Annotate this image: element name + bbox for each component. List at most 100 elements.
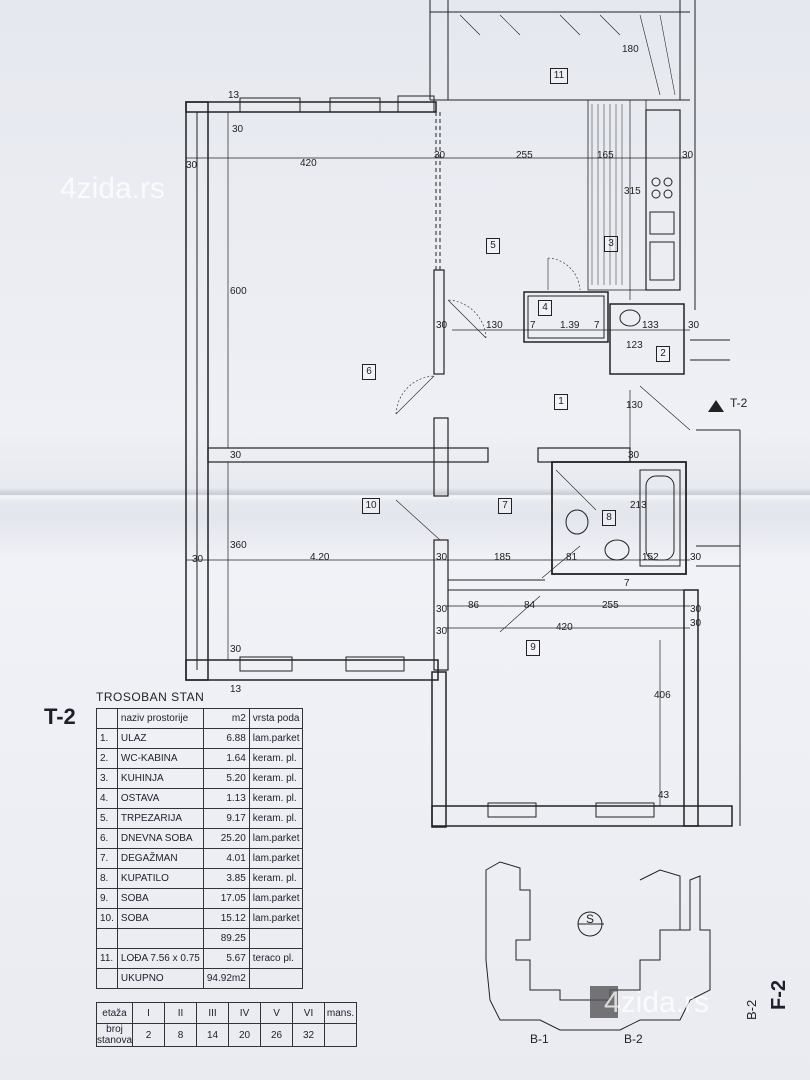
dimension-label: 30	[192, 554, 204, 565]
table-cell: 4.01	[202, 848, 250, 869]
table-cell: 5.67	[202, 948, 250, 969]
room-number-label: 5	[490, 240, 496, 251]
dimension-label: 420	[556, 622, 573, 633]
room-number-label: 11	[553, 70, 565, 81]
sheet-code: F-2	[768, 980, 790, 1010]
dimension-label: 4.20	[310, 552, 330, 563]
room-number-label: 3	[608, 238, 614, 249]
room-number-box: 4	[538, 300, 552, 316]
table-cell: UKUPNO	[116, 968, 204, 989]
dimension-label: 81	[566, 552, 578, 563]
table-cell: 25.20	[202, 828, 250, 849]
dimension-label: 180	[622, 44, 639, 55]
north-arrow-label: S	[586, 912, 595, 926]
dimension-label: 13	[230, 684, 242, 695]
dimension-label: 30	[232, 124, 244, 135]
dimension-label: 420	[300, 158, 317, 169]
table-cell	[96, 928, 118, 949]
table-cell: keram. pl.	[248, 748, 304, 769]
room-number-box: 1	[554, 394, 568, 410]
table-cell: LOĐA 7.56 x 0.75	[116, 948, 204, 969]
dimension-label: 315	[624, 186, 641, 197]
room-number-label: 1	[558, 396, 564, 407]
paper-fold	[0, 488, 810, 502]
table-cell: lam.parket	[248, 888, 304, 909]
table-cell: 9.17	[202, 808, 250, 829]
dimension-label: 213	[630, 500, 647, 511]
floor-count-cell: 20	[228, 1023, 262, 1047]
floor-header-cell: I	[132, 1002, 166, 1024]
floor-header-cell: VI	[292, 1002, 326, 1024]
dimension-label: 255	[602, 600, 619, 611]
table-cell: m2	[202, 708, 250, 729]
dimension-label: 30	[690, 618, 702, 629]
dimension-label: 30	[230, 644, 242, 655]
table-cell: SOBA	[116, 888, 204, 909]
floor-header-cell: V	[260, 1002, 294, 1024]
room-number-label: 4	[542, 302, 548, 313]
table-cell: KUPATILO	[116, 868, 204, 889]
dimension-label: 30	[628, 450, 640, 461]
table-cell: keram. pl.	[248, 868, 304, 889]
dimension-label: 123	[626, 340, 643, 351]
table-cell: teraco pl.	[248, 948, 304, 969]
floor-count-cell: 26	[260, 1023, 294, 1047]
dimension-label: 7	[594, 320, 600, 331]
table-cell: 1.13	[202, 788, 250, 809]
floor-count-cell: 14	[196, 1023, 230, 1047]
floor-count-cell: 8	[164, 1023, 198, 1047]
room-number-box: 10	[362, 498, 380, 514]
table-cell: 89.25	[202, 928, 250, 949]
floor-count-cell	[324, 1023, 358, 1047]
dimension-label: 43	[658, 790, 670, 801]
table-cell: vrsta poda	[248, 708, 304, 729]
table-cell: 3.85	[202, 868, 250, 889]
table-cell: 7.	[96, 848, 118, 869]
room-number-box: 9	[526, 640, 540, 656]
dimension-label: 130	[626, 400, 643, 411]
dimension-label: 600	[230, 286, 247, 297]
dimension-label: 152	[642, 552, 659, 563]
floor-header-cell: mans.	[324, 1002, 358, 1024]
room-number-label: 2	[660, 348, 666, 359]
table-cell	[96, 968, 118, 989]
dimension-label: 30	[682, 150, 694, 161]
dimension-label: 30	[436, 320, 448, 331]
room-number-box: 3	[604, 236, 618, 252]
floor-count-cell: broj stanova	[95, 1023, 134, 1047]
table-cell	[248, 928, 304, 949]
dimension-label: 7	[624, 578, 630, 589]
table-cell: 5.	[96, 808, 118, 829]
table-cell: keram. pl.	[248, 808, 304, 829]
room-number-label: 10	[365, 500, 377, 511]
table-cell: lam.parket	[248, 848, 304, 869]
table-cell: naziv prostorije	[116, 708, 204, 729]
dimension-label: 30	[688, 320, 700, 331]
dimension-label: 30	[690, 552, 702, 563]
table-cell	[248, 968, 304, 989]
table-cell: DEGAŽMAN	[116, 848, 204, 869]
table-cell: keram. pl.	[248, 788, 304, 809]
room-number-box: 2	[656, 346, 670, 362]
dimension-label: 86	[468, 600, 480, 611]
watermark-text: 4zida.rs	[604, 986, 710, 1019]
floor-count-cell: 2	[132, 1023, 166, 1047]
dimension-label: 130	[486, 320, 503, 331]
table-cell: 2.	[96, 748, 118, 769]
dimension-label: 30	[230, 450, 242, 461]
table-cell: 5.20	[202, 768, 250, 789]
dimension-label: 13	[228, 90, 240, 101]
dimension-label: 30	[186, 160, 198, 171]
table-cell: 10.	[96, 908, 118, 929]
dimension-label: 406	[654, 690, 671, 701]
table-cell: KUHINJA	[116, 768, 204, 789]
